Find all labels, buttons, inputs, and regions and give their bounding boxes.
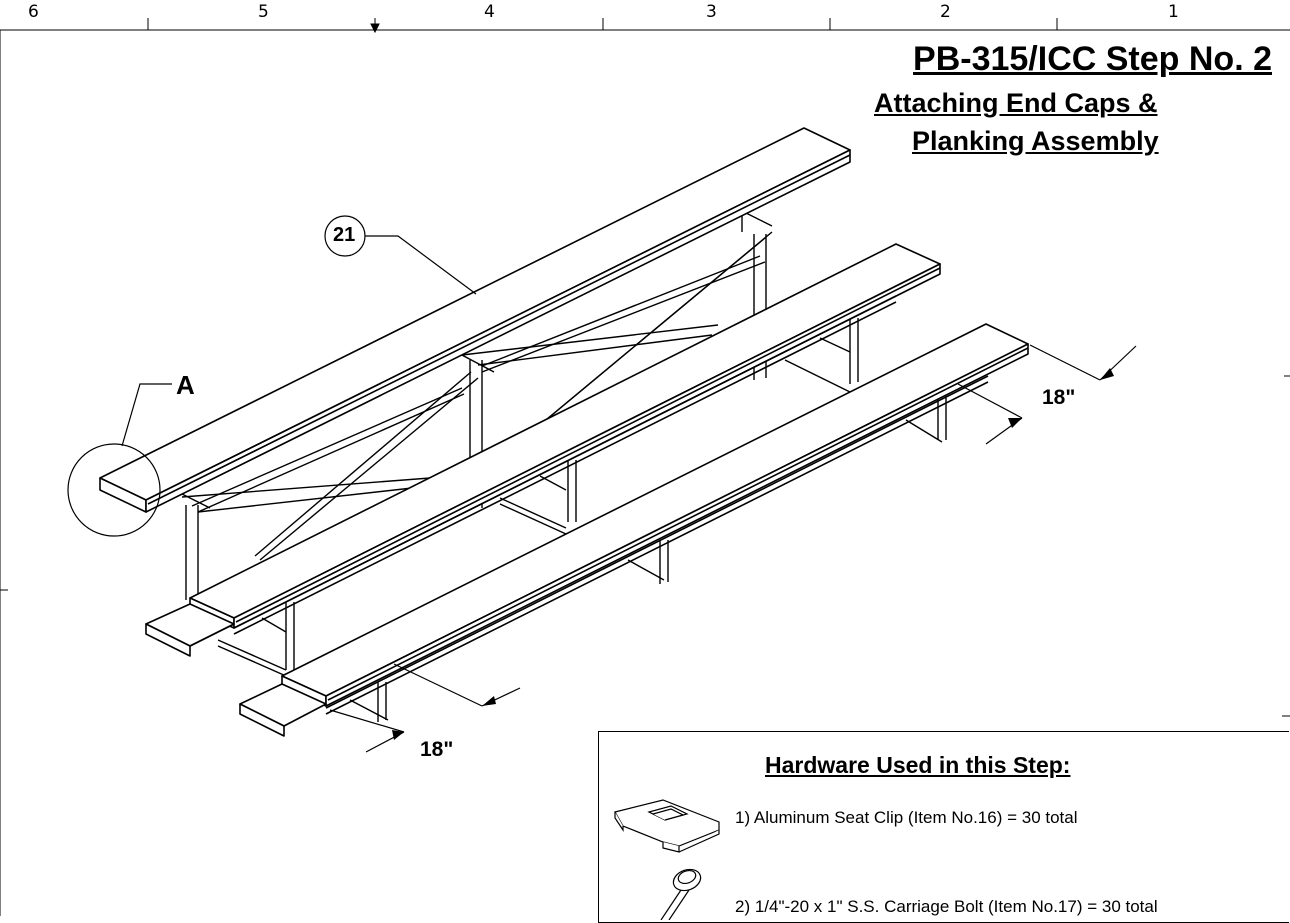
seat-clip-icon: [614, 799, 720, 853]
hardware-item-1: 1) Aluminum Seat Clip (Item No.16) = 30 …: [735, 808, 1078, 827]
zone-number-2: 2: [940, 2, 951, 22]
zone-number-4: 4: [484, 2, 495, 22]
page-title: PB-315/ICC Step No. 2: [913, 40, 1272, 78]
dimension-label-bottom: 18": [420, 738, 454, 761]
zone-number-3: 3: [706, 2, 717, 22]
detail-callout-a: A: [176, 370, 195, 400]
zone-number-1: 1: [1168, 2, 1179, 22]
subtitle-line-2: Planking Assembly: [912, 126, 1159, 156]
zone-number-5: 5: [258, 2, 269, 22]
plank-bottom: [239, 323, 1029, 737]
subtitle-line-1: Attaching End Caps &: [874, 88, 1158, 118]
plank-top: [99, 127, 851, 513]
hardware-item-2: 2) 1/4"-20 x 1" S.S. Carriage Bolt (Item…: [735, 897, 1158, 916]
plank-middle: [145, 243, 941, 657]
hardware-heading: Hardware Used in this Step:: [765, 752, 1071, 778]
carriage-bolt-icon: [660, 868, 702, 920]
dimension-label-top: 18": [1042, 386, 1076, 409]
hardware-panel: Hardware Used in this Step: 1) Aluminum …: [598, 731, 1289, 923]
item-callout-21: 21: [333, 224, 356, 246]
zone-number-6: 6: [28, 2, 39, 22]
